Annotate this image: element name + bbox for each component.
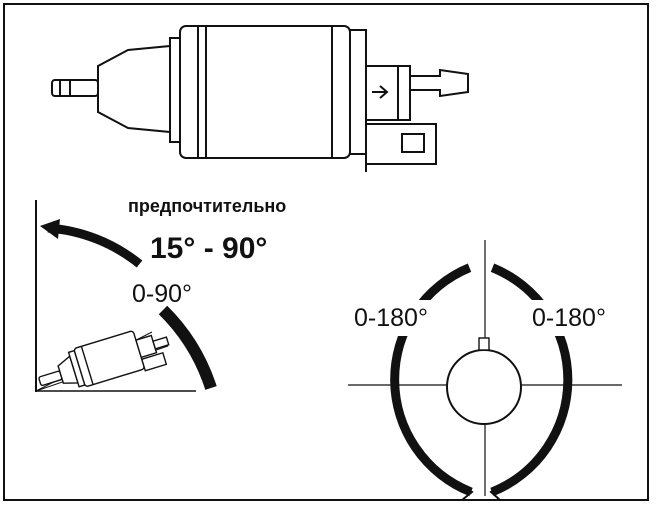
pump-rear-collar <box>349 29 367 155</box>
label-mask-right <box>530 300 630 336</box>
tilt-diagram: предпочтительно 15° - 90° 0-90° <box>35 196 286 392</box>
arc-arrowhead-icon <box>40 219 60 239</box>
connector-socket <box>401 133 425 153</box>
preferred-range-label: 15° - 90° <box>150 232 267 265</box>
rotation-right-label: 0-180° <box>532 304 606 332</box>
connector-tab <box>478 337 490 351</box>
fuel-pump-drawing <box>51 25 469 172</box>
rotation-right-arc <box>490 263 573 497</box>
tilted-pump-icon <box>38 330 170 388</box>
right-arrowhead-icon <box>489 483 503 501</box>
rotation-left-label: 0-180° <box>354 304 428 332</box>
tilt-range-arc <box>158 305 217 390</box>
label-mask-left <box>352 300 452 336</box>
inlet-nozzle <box>51 79 99 97</box>
rotation-diagram: 0-180° 0-180° <box>348 240 630 501</box>
rotation-left-arc <box>390 263 473 497</box>
left-arrowhead-icon <box>459 483 474 501</box>
pump-flange <box>169 37 181 143</box>
diagram-border <box>3 3 649 501</box>
tilt-range-label: 0-90° <box>132 280 192 308</box>
pump-end-cap <box>97 44 171 134</box>
flow-arrow-icon <box>372 85 389 99</box>
preferred-range-arc <box>47 223 143 268</box>
pump-cross-section <box>446 349 522 425</box>
preferred-label: предпочтительно <box>128 196 286 216</box>
outlet-nozzle <box>409 68 469 98</box>
